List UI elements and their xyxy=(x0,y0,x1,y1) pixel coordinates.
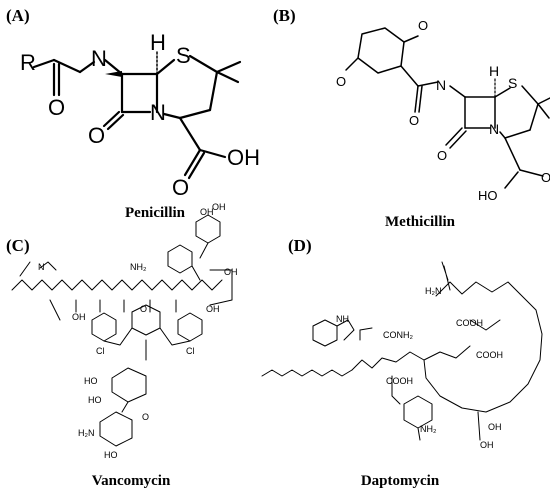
atom-h2n: H₂N xyxy=(78,428,95,438)
atom-oh: OH xyxy=(72,312,86,322)
atom-n: N xyxy=(489,121,499,137)
panel-label-c: (C) xyxy=(6,236,30,255)
atom-o: O xyxy=(142,412,149,422)
atom-s: S xyxy=(508,75,517,91)
caption-methicillin: Methicillin xyxy=(385,214,455,230)
atom-oh: OH xyxy=(212,202,226,212)
atom-ho: HO xyxy=(104,450,118,460)
atom-o: O xyxy=(48,95,65,120)
panel-label-b: (B) xyxy=(273,6,296,25)
atom-ho: HO xyxy=(88,395,102,405)
atom-o: O xyxy=(409,113,419,128)
atom-oh: OH xyxy=(200,207,214,217)
caption-daptomycin: Daptomycin xyxy=(360,473,440,489)
atom-nh: NH xyxy=(336,314,349,324)
atom-oh: OH xyxy=(224,267,238,277)
atom-o: O xyxy=(437,148,447,163)
panel-label-d: (D) xyxy=(288,236,312,255)
atom-s: S xyxy=(176,43,191,68)
atom-ho: HO xyxy=(478,188,498,203)
atom-o: O xyxy=(88,123,105,148)
atom-o: O xyxy=(541,170,550,185)
atom-oh: OH xyxy=(480,440,494,450)
caption-vancomycin: Vancomycin xyxy=(91,473,171,489)
atom-cl: Cl xyxy=(96,346,105,356)
atom-h: H xyxy=(150,30,166,55)
atom-ho: HO xyxy=(84,376,98,386)
atom-n: N xyxy=(436,77,446,93)
atom-o: O xyxy=(172,175,189,200)
atom-r: R xyxy=(20,50,36,75)
atom-oh: OH xyxy=(206,304,220,314)
atom-nh2: NH₂ xyxy=(420,424,437,434)
atom-n: N xyxy=(38,262,45,272)
atom-cl: Cl xyxy=(186,346,195,356)
cooh: COOH xyxy=(476,350,503,360)
atom-oh: OH xyxy=(488,422,502,432)
cooh: COOH xyxy=(456,318,483,328)
methoxy-o: O xyxy=(418,18,428,33)
conh2: CONH₂ xyxy=(383,330,413,340)
cooh: COOH xyxy=(386,376,413,386)
atom-oh: OH xyxy=(227,145,260,170)
methoxy-o: O xyxy=(336,74,346,89)
atom-o: O xyxy=(140,304,147,314)
caption-penicillin: Penicillin xyxy=(125,205,185,221)
conh2: NH₂ xyxy=(130,262,147,272)
atom-h2n: H₂N xyxy=(425,286,442,296)
atom-n: N xyxy=(91,46,107,71)
atom-n: N xyxy=(150,100,166,125)
panel-label-a: (A) xyxy=(6,6,30,25)
atom-h: H xyxy=(489,63,499,79)
